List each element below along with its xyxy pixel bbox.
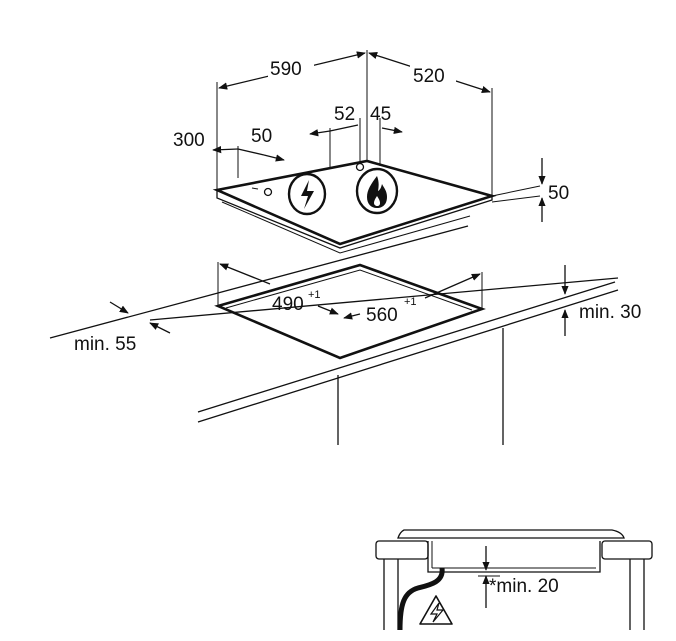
dim-cutout-depth-tolerance: +1: [308, 289, 321, 301]
dim-min-clearance-label: *min. 20: [489, 576, 559, 597]
dim-cutout-depth-label: 490: [272, 294, 304, 315]
dim-min-front-label: min. 55: [74, 334, 136, 355]
dim-knob-gap-left-label: 52: [334, 104, 355, 125]
hob-unit: 590 520 300 50 52 45 50: [173, 50, 569, 254]
electric-hob-icon: [287, 172, 327, 216]
dim-width-label: 590: [270, 59, 302, 80]
electric-warning-icon: [419, 595, 453, 625]
gas-flame-icon: [355, 167, 399, 215]
dim-knob-offset-small-label: 50: [251, 126, 272, 147]
control-knob-left: [263, 187, 273, 197]
section-detail: *min. 20: [375, 529, 653, 631]
dim-knob-gap-right-label: 45: [370, 104, 391, 125]
control-knob-right: [355, 162, 365, 172]
dim-depth-label: 520: [413, 66, 445, 87]
dim-cutout-width-tolerance: +1: [404, 296, 417, 308]
worktop: 490 +1 560 +1 min. 55 min. 30: [49, 225, 641, 445]
dim-min-below-label: min. 30: [579, 302, 641, 323]
dim-knob-offset-left-label: 300: [173, 130, 205, 151]
dim-cutout-width-label: 560: [366, 305, 398, 326]
dim-height-label: 50: [548, 183, 569, 204]
